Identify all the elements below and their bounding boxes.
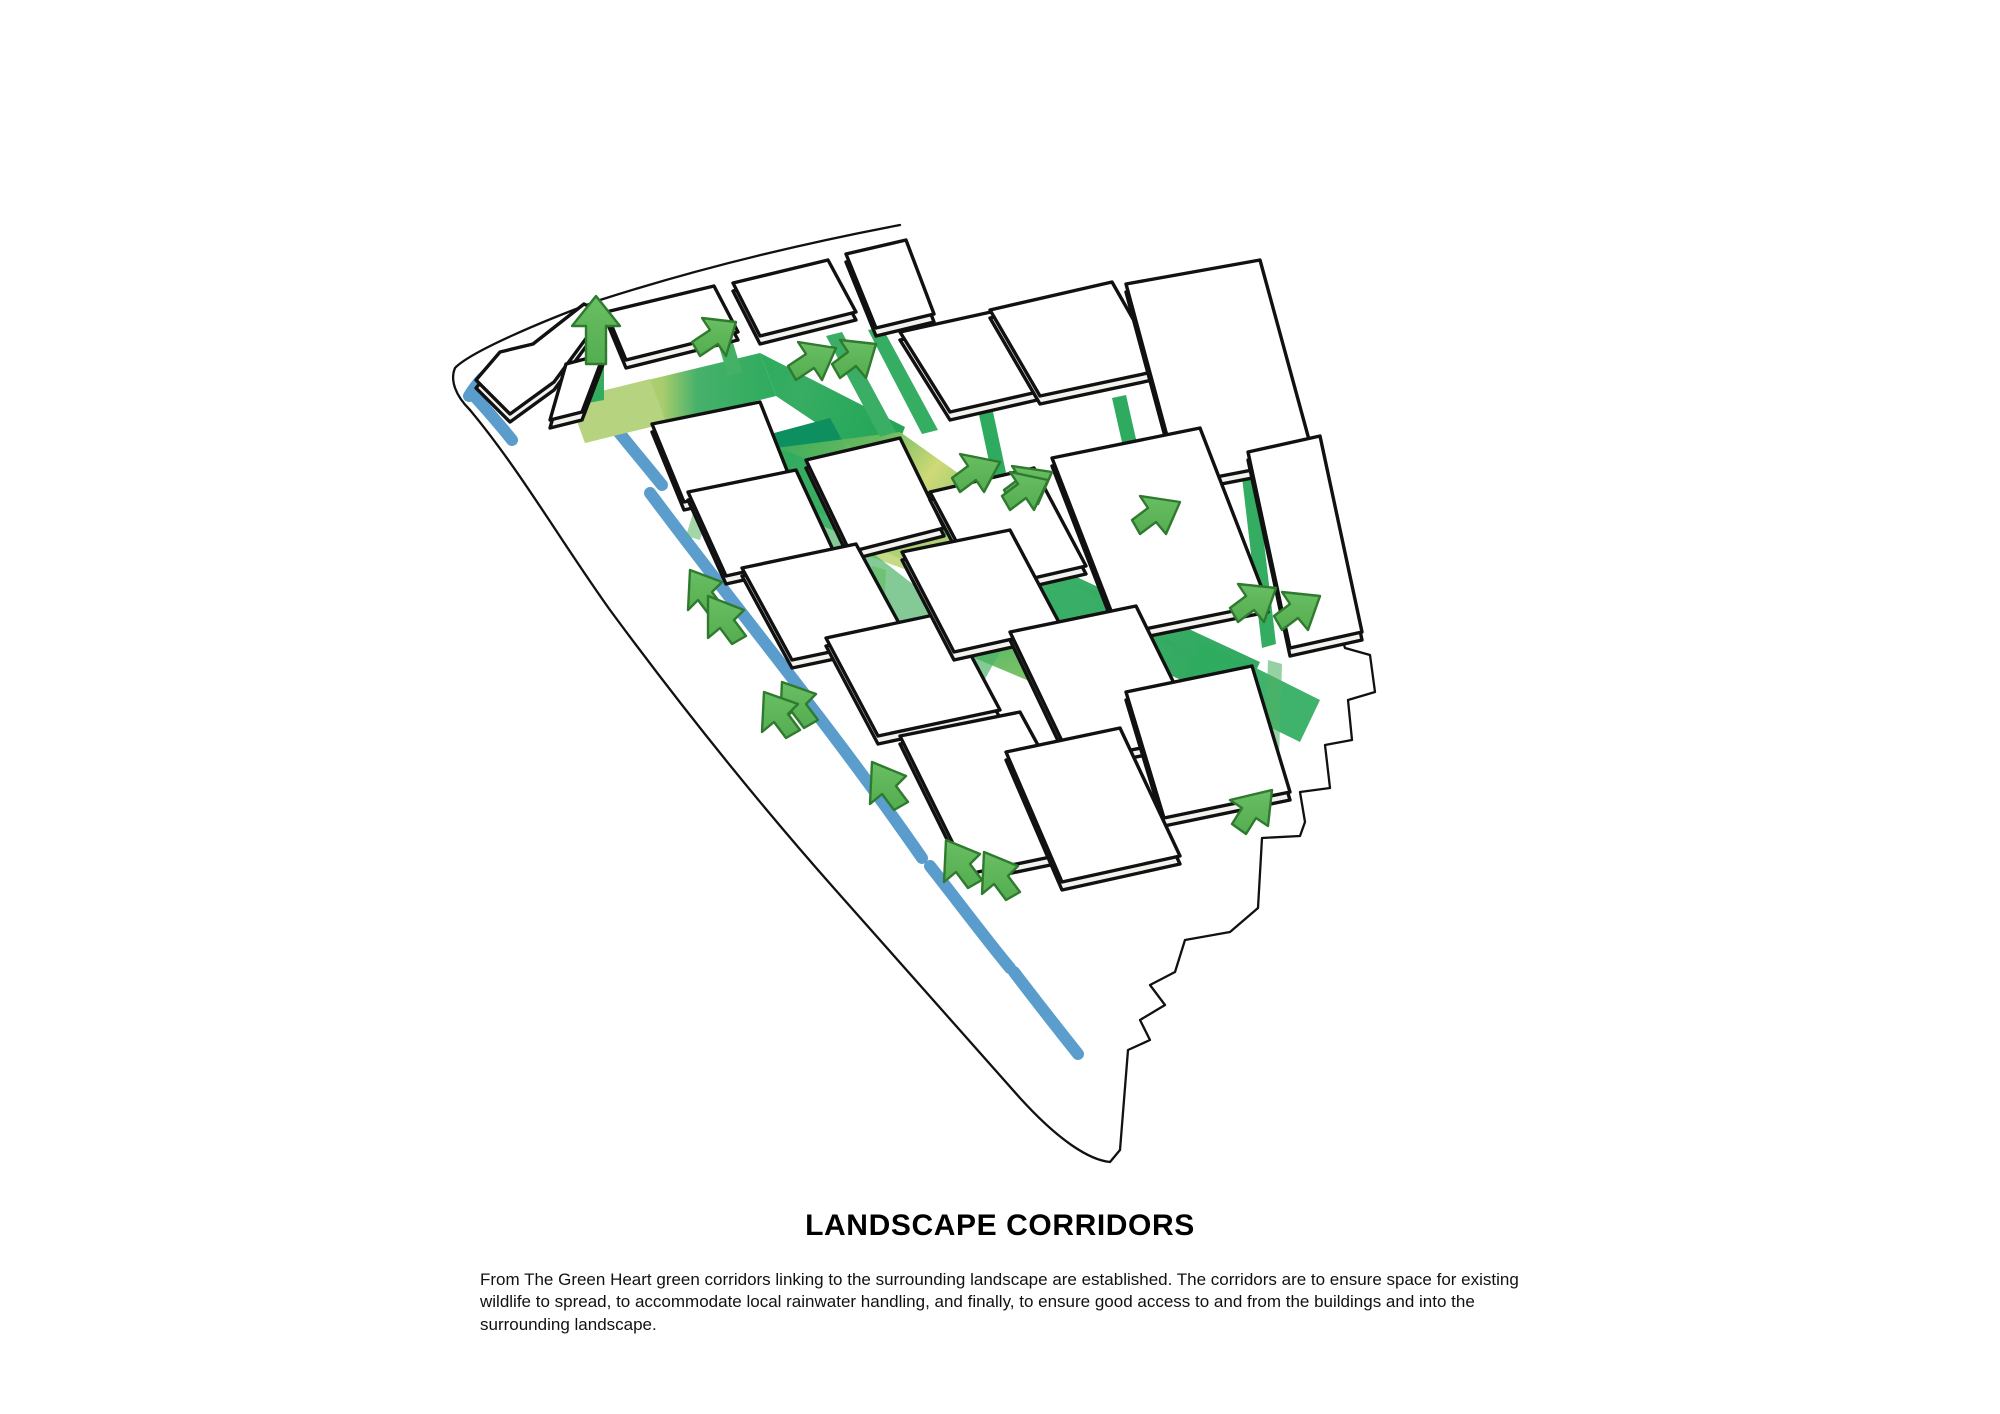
landscape-corridors-axonometric [451,223,1377,1164]
building-block [548,352,606,430]
building-block [988,280,1164,406]
building-blocks [474,238,1364,892]
corridor-arrow-up [690,316,738,358]
corridor-arrow-up [830,338,878,380]
building-block [1124,664,1292,828]
building-block [604,284,740,370]
corridor-arrow-southwest [760,690,802,740]
building-block [804,436,946,562]
corridor-arrow-east [1000,470,1050,512]
corridor-arrow-southwest [868,760,910,812]
building-block [1124,258,1316,494]
building-block [1050,426,1270,644]
corridor-arrow-up [786,340,838,382]
diagram-container [451,223,1377,1164]
corridor-arrow-east [1272,590,1322,632]
building-block [1004,726,1182,892]
corridor-arrow-southwest [706,594,748,646]
landscape-corridor-arrows [570,294,1322,902]
corridor-arrow-up [1130,494,1182,536]
corridor-arrow-southwest [980,850,1022,902]
building-block [474,302,606,424]
corridor-arrow-southwest [942,838,984,890]
corridor-arrow-southeast [1228,788,1274,836]
caption-text: From The Green Heart green corridors lin… [480,1270,1519,1334]
corridor-arrow-up [570,294,622,366]
corridor-arrow-east [1228,582,1278,624]
building-block [731,258,858,346]
corridor-arrow-up [950,452,1002,494]
building-block [1246,434,1364,658]
page-title: LANDSCAPE CORRIDORS [805,1209,1195,1242]
building-block [844,238,936,338]
spur-n-2 [868,327,938,434]
caption-block: LANDSCAPE CORRIDORS From The Green Heart… [0,1180,2000,1336]
